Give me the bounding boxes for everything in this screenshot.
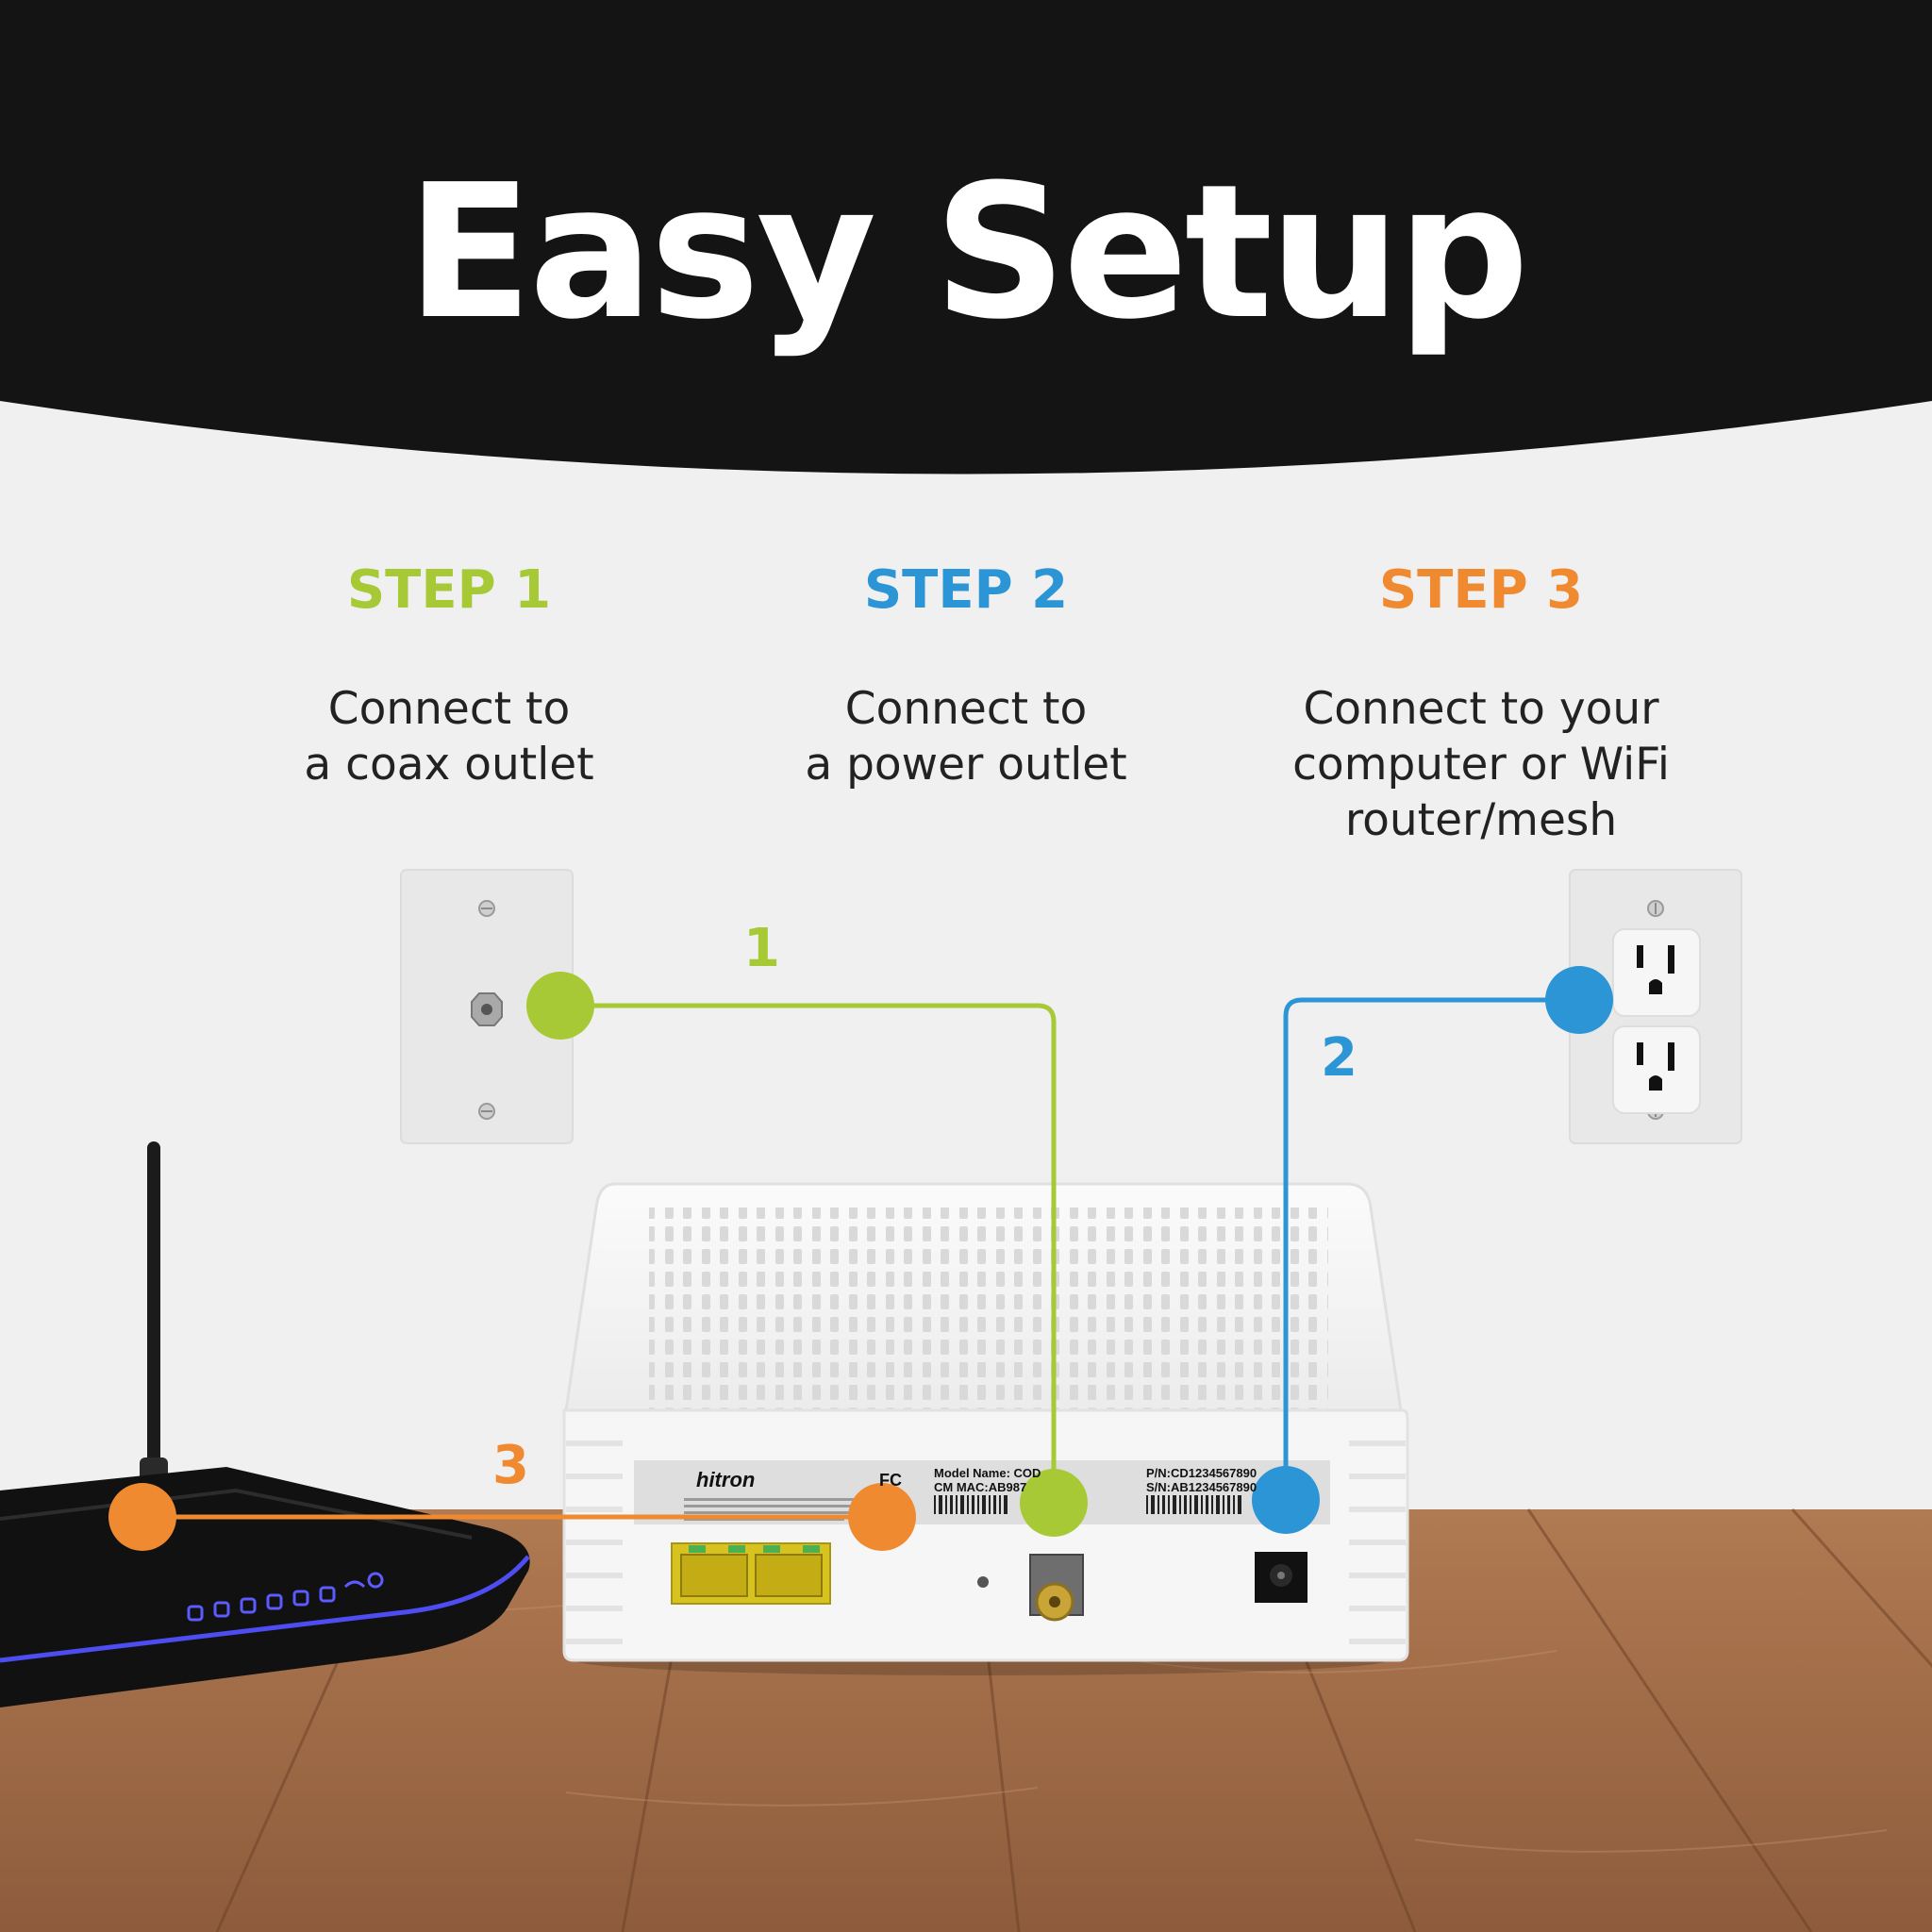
- modem-fcc-mark: FC: [879, 1471, 902, 1490]
- connection-line-1: [560, 1003, 1057, 1503]
- title-banner: [0, 0, 1932, 475]
- modem-ethernet-dot: [848, 1483, 916, 1551]
- modem-part-number: P/N:CD1234567890: [1146, 1466, 1257, 1480]
- modem-brand: hitron: [696, 1468, 756, 1491]
- barcode-1: [934, 1495, 1008, 1514]
- modem-cm-mac: CM MAC:AB987: [934, 1480, 1027, 1494]
- reset-pinhole: [977, 1576, 989, 1588]
- coax-port: [1029, 1554, 1084, 1622]
- modem-coax-dot: [1020, 1469, 1088, 1537]
- ethernet-ports: [671, 1542, 831, 1605]
- connection-number-2: 2: [1321, 1027, 1357, 1089]
- wifi-router: [0, 1141, 530, 1707]
- step-3-heading: STEP 3: [1378, 559, 1584, 621]
- connection-number-3: 3: [492, 1435, 529, 1496]
- step-3-description: Connect to your computer or WiFi router/…: [1292, 683, 1670, 846]
- router-dot: [108, 1483, 176, 1551]
- step-1-description: Connect to a coax outlet: [304, 683, 594, 791]
- power-port: [1255, 1552, 1307, 1603]
- side-ribs-right: [1349, 1441, 1406, 1644]
- router-status-leds: [187, 1572, 384, 1622]
- modem-power-dot: [1252, 1466, 1320, 1534]
- power-wall-outlet: [1569, 869, 1742, 1144]
- modem-serial-number: S/N:AB1234567890: [1146, 1480, 1257, 1494]
- step-1-heading: STEP 1: [346, 559, 552, 621]
- side-ribs-left: [566, 1441, 623, 1644]
- modem-model-name: Model Name: COD: [934, 1466, 1041, 1480]
- coax-outlet-dot: [526, 972, 594, 1040]
- power-outlet-dot: [1545, 966, 1613, 1034]
- cable-modem: [562, 1182, 1409, 1675]
- step-2-description: Connect to a power outlet: [805, 683, 1127, 791]
- connection-number-1: 1: [743, 918, 780, 979]
- step-2-heading: STEP 2: [863, 559, 1069, 621]
- barcode-2: [1146, 1495, 1241, 1514]
- connection-line-2: [1283, 997, 1579, 1500]
- page-title: Easy Setup: [406, 145, 1529, 360]
